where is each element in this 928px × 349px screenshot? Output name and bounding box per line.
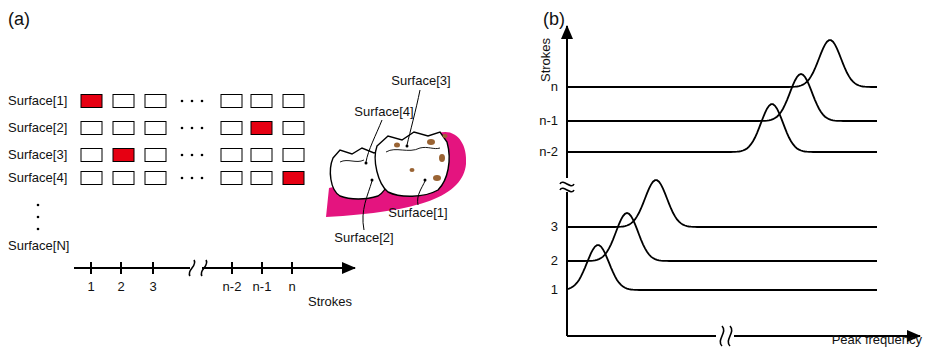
- peak-curve: [567, 245, 877, 290]
- tick-label: 1: [87, 280, 94, 295]
- panel-label: (a): [8, 9, 30, 30]
- row-tick-label: n-2: [539, 145, 558, 160]
- stroke-grid: [81, 95, 304, 185]
- ellipsis-dot: [191, 100, 194, 103]
- stroke-cell: [81, 172, 102, 185]
- stroke-cell: [283, 122, 304, 135]
- stroke-cell: [283, 95, 304, 108]
- tick-label: n: [288, 280, 295, 295]
- axis-title: Strokes: [308, 295, 352, 310]
- ellipsis-dots: [37, 204, 40, 231]
- ellipsis-dot: [181, 154, 184, 157]
- peak-curve: [567, 213, 877, 261]
- stroke-cell: [113, 172, 134, 185]
- surface-label: Surface[2]: [334, 231, 393, 246]
- stroke-cell: [145, 122, 166, 135]
- stroke-cell: [81, 95, 102, 108]
- row-tick-label: n: [551, 80, 558, 95]
- stroke-cell: [145, 172, 166, 185]
- row-label: Surface[2]: [8, 121, 67, 136]
- stroke-cell: [113, 122, 134, 135]
- peak-curve: [567, 180, 877, 227]
- row-label: Surface[4]: [8, 171, 67, 186]
- ellipsis-dot: [181, 177, 184, 180]
- stroke-cell: [113, 95, 134, 108]
- ellipsis-dot: [201, 177, 204, 180]
- tick-label: n-1: [253, 280, 272, 295]
- stroke-cell: [221, 172, 242, 185]
- row-tick-label: n-1: [539, 114, 558, 129]
- stroke-cell: [145, 149, 166, 162]
- peak-curve: [567, 40, 877, 87]
- ellipsis-dot: [201, 154, 204, 157]
- peak-chart: [556, 26, 920, 347]
- ellipsis-dot: [201, 127, 204, 130]
- row-tick-label: 3: [551, 220, 558, 235]
- tooth-illustration: [326, 90, 466, 230]
- stroke-cell: [251, 172, 272, 185]
- peak-curve: [567, 74, 877, 121]
- stroke-cell: [145, 95, 166, 108]
- ellipsis-dot: [191, 177, 194, 180]
- stroke-cell: [221, 122, 242, 135]
- ellipsis-dot: [181, 100, 184, 103]
- stroke-cell: [251, 122, 272, 135]
- row-tick-label: 1: [551, 283, 558, 298]
- axis-title: Peak frequency: [832, 332, 922, 347]
- peak-curve: [567, 104, 877, 152]
- ellipsis-dot: [181, 127, 184, 130]
- ellipsis-dot: [191, 127, 194, 130]
- stroke-cell: [221, 149, 242, 162]
- axis-title: Strokes: [539, 38, 554, 82]
- stroke-cell: [81, 122, 102, 135]
- row-tick-label: 2: [551, 254, 558, 269]
- stroke-cell: [221, 95, 242, 108]
- tick-label: 2: [117, 280, 124, 295]
- surface-label: Surface[4]: [354, 105, 413, 120]
- row-label: Surface[1]: [8, 94, 67, 109]
- surface-label: Surface[3]: [391, 74, 450, 89]
- stroke-cell: [251, 149, 272, 162]
- surface-label: Surface[1]: [388, 206, 447, 221]
- stroke-cell: [283, 149, 304, 162]
- tick-label: 3: [149, 280, 156, 295]
- row-label: Surface[N]: [8, 239, 69, 254]
- stroke-cell: [113, 149, 134, 162]
- tick-label: n-2: [223, 280, 242, 295]
- strokes-axis: [74, 260, 355, 276]
- stroke-cell: [251, 95, 272, 108]
- panel-label: (b): [543, 9, 565, 30]
- row-label: Surface[3]: [8, 148, 67, 163]
- stroke-cell: [283, 172, 304, 185]
- ellipsis-dot: [201, 100, 204, 103]
- ellipsis-dot: [191, 154, 194, 157]
- stroke-cell: [81, 149, 102, 162]
